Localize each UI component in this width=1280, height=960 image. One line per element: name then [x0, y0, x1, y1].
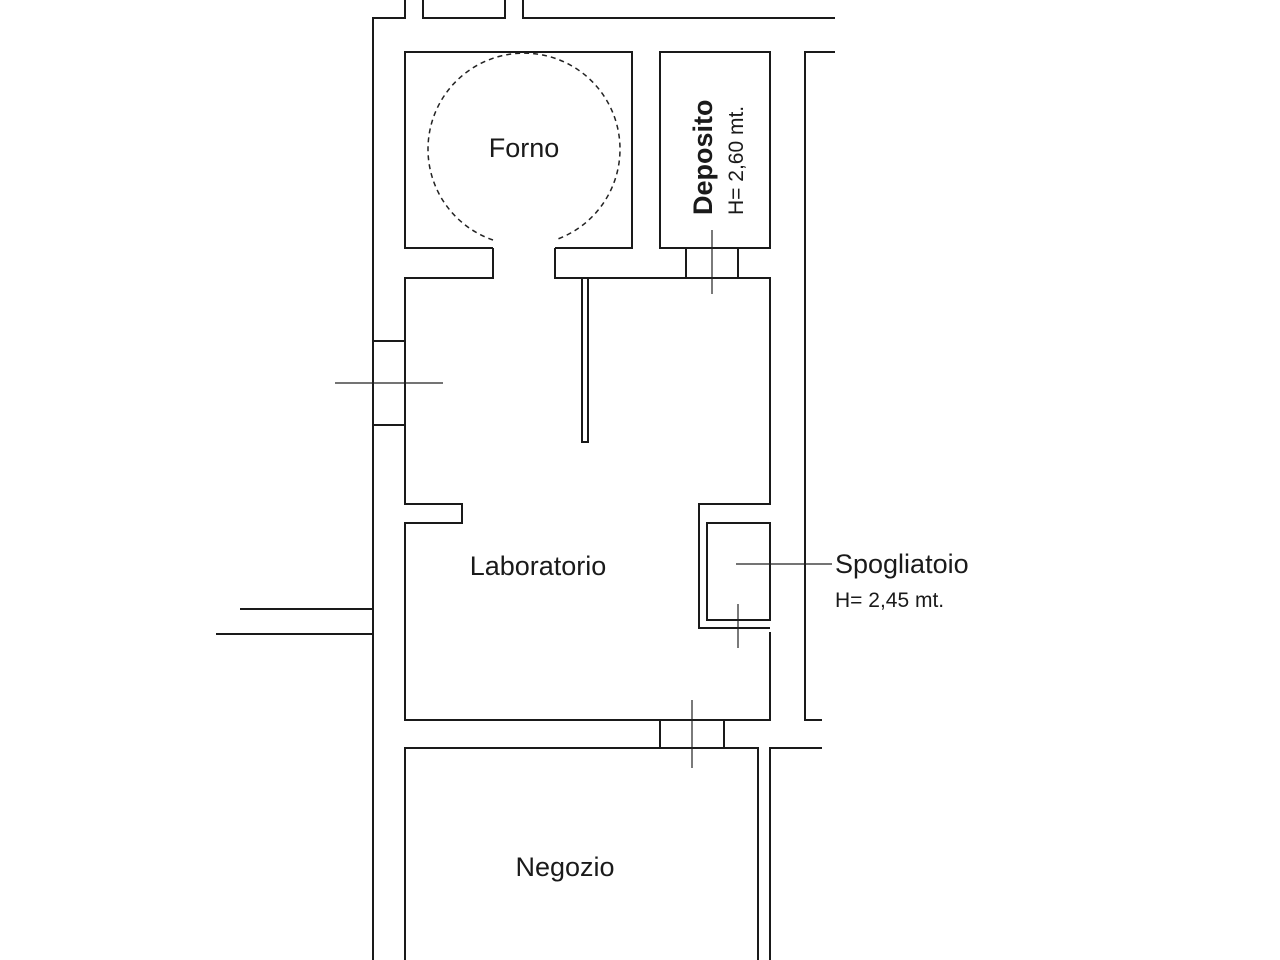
opening-marks [335, 230, 739, 768]
oven-outline [427, 52, 621, 241]
walls [216, 0, 835, 960]
room-label-spogliatoio: Spogliatoio [835, 549, 969, 579]
spogliatoio-height: H= 2,45 mt. [835, 589, 944, 612]
room-label-forno: Forno [489, 133, 560, 163]
deposito-height: H= 2,60 mt. [725, 106, 748, 215]
room-label-deposito: Deposito [688, 99, 718, 215]
room-label-negozio: Negozio [515, 852, 614, 882]
deposito-labels: Deposito [688, 99, 718, 215]
room-label-laboratorio: Laboratorio [470, 551, 607, 581]
deposito-height-group: H= 2,60 mt. [725, 106, 748, 215]
